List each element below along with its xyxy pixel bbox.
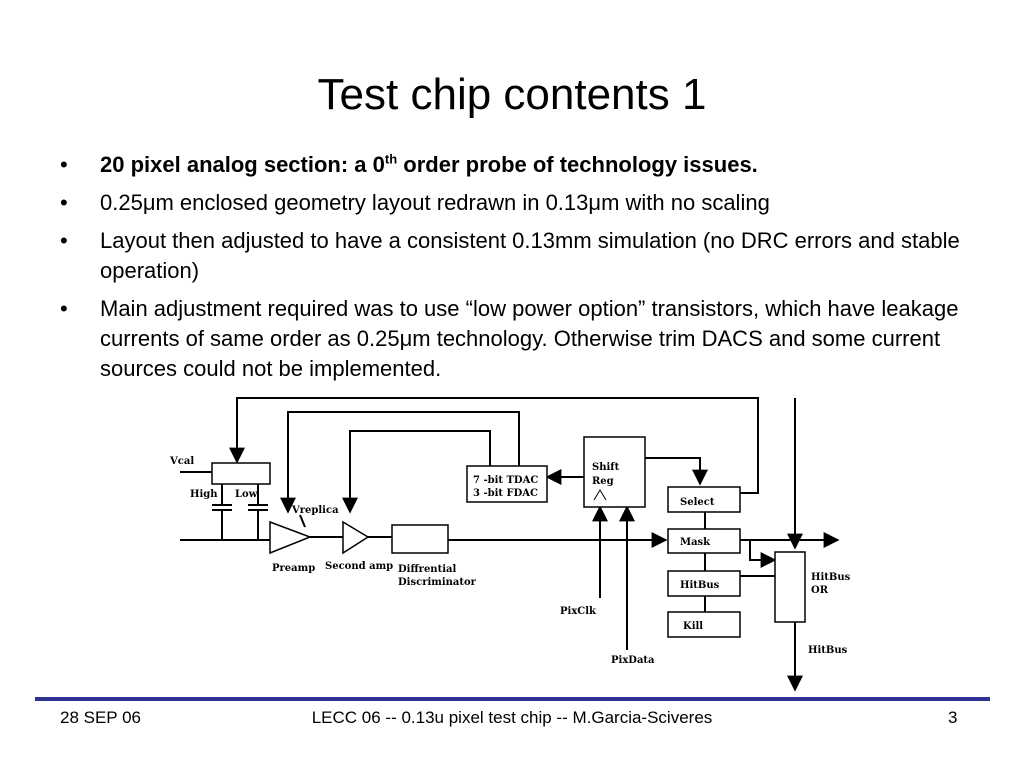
- clock-marker-icon: [593, 489, 607, 501]
- reg-select-wire: [645, 457, 708, 486]
- discriminator-label: Discriminator: [398, 577, 477, 588]
- vreplica-wire: [299, 514, 306, 528]
- shift-label: Shift: [592, 462, 620, 473]
- preamp-triangle: [269, 520, 313, 555]
- hitbus-or-label: OR: [811, 585, 829, 596]
- pixel-block-diagram: Vcal High Low Vreplica Preamp Second amp…: [169, 397, 851, 692]
- vreplica-label: Vreplica: [291, 505, 339, 516]
- hitbus-box: [667, 570, 741, 597]
- bullet-dot: •: [60, 296, 68, 321]
- hitbus-or-box: [774, 551, 806, 623]
- discriminator-label: Diffrential: [398, 564, 456, 575]
- bullet-dot: •: [60, 152, 68, 177]
- mask-or-wire: [749, 541, 777, 568]
- slide-title: Test chip contents 1: [317, 70, 707, 119]
- shift-reg-box: [583, 436, 646, 508]
- bullet-item: • 20 pixel analog section: a 0th order p…: [60, 150, 990, 180]
- pixclk-label: PixClk: [560, 606, 597, 617]
- mask-box: [667, 528, 741, 554]
- high-cap: [212, 484, 232, 540]
- tdac-label: 7 -bit TDAC: [473, 475, 538, 486]
- footer-rule: [35, 697, 990, 701]
- hitbus-out-label: HitBus: [808, 645, 848, 656]
- bullet-text: Layout then adjusted to have a consisten…: [100, 228, 960, 283]
- hitbus-label: HitBus: [680, 580, 720, 591]
- hitbus-or-label: HitBus: [811, 572, 851, 583]
- preamp-label: Preamp: [272, 563, 315, 574]
- bullet-text: 0.25μm enclosed geometry layout redrawn …: [100, 190, 770, 215]
- bullet-dot: •: [60, 228, 68, 253]
- page-number: 3: [948, 708, 958, 727]
- bullet-item: • Main adjustment required was to use “l…: [60, 294, 990, 384]
- tdac-preamp-wire: [280, 411, 520, 514]
- high-label: High: [190, 489, 218, 500]
- footer-date: 28 SEP 06: [60, 708, 141, 727]
- pixdata-label: PixData: [611, 655, 655, 666]
- discriminator-box: [391, 524, 449, 554]
- reg-label: Reg: [592, 476, 614, 487]
- second-amp-label: Second amp: [325, 561, 393, 572]
- kill-label: Kill: [683, 621, 703, 632]
- vcal-label: Vcal: [169, 456, 194, 467]
- bullet-text-bold: 20 pixel analog section: a 0th order pro…: [100, 151, 758, 177]
- select-label: Select: [680, 497, 715, 508]
- mask-label: Mask: [680, 537, 711, 548]
- second-amp-triangle: [342, 520, 370, 555]
- bullet-text: Main adjustment required was to use “low…: [100, 296, 959, 381]
- bullet-list: • 20 pixel analog section: a 0th order p…: [60, 150, 990, 392]
- kill-box: [667, 611, 741, 638]
- fdac-label: 3 -bit FDAC: [473, 488, 538, 499]
- bullet-item: • 0.25μm enclosed geometry layout redraw…: [60, 188, 990, 218]
- low-cap: [248, 484, 268, 540]
- dac-box: [466, 465, 548, 503]
- bullet-item: • Layout then adjusted to have a consist…: [60, 226, 990, 286]
- vcal-switch-box: [211, 462, 271, 485]
- fdac-amp-wire: [342, 430, 491, 514]
- bullet-dot: •: [60, 190, 68, 215]
- select-box: [667, 486, 741, 513]
- select-feedback-wire: [229, 397, 759, 494]
- footer-caption: LECC 06 -- 0.13u pixel test chip -- M.Ga…: [311, 708, 713, 727]
- low-label: Low: [235, 489, 258, 500]
